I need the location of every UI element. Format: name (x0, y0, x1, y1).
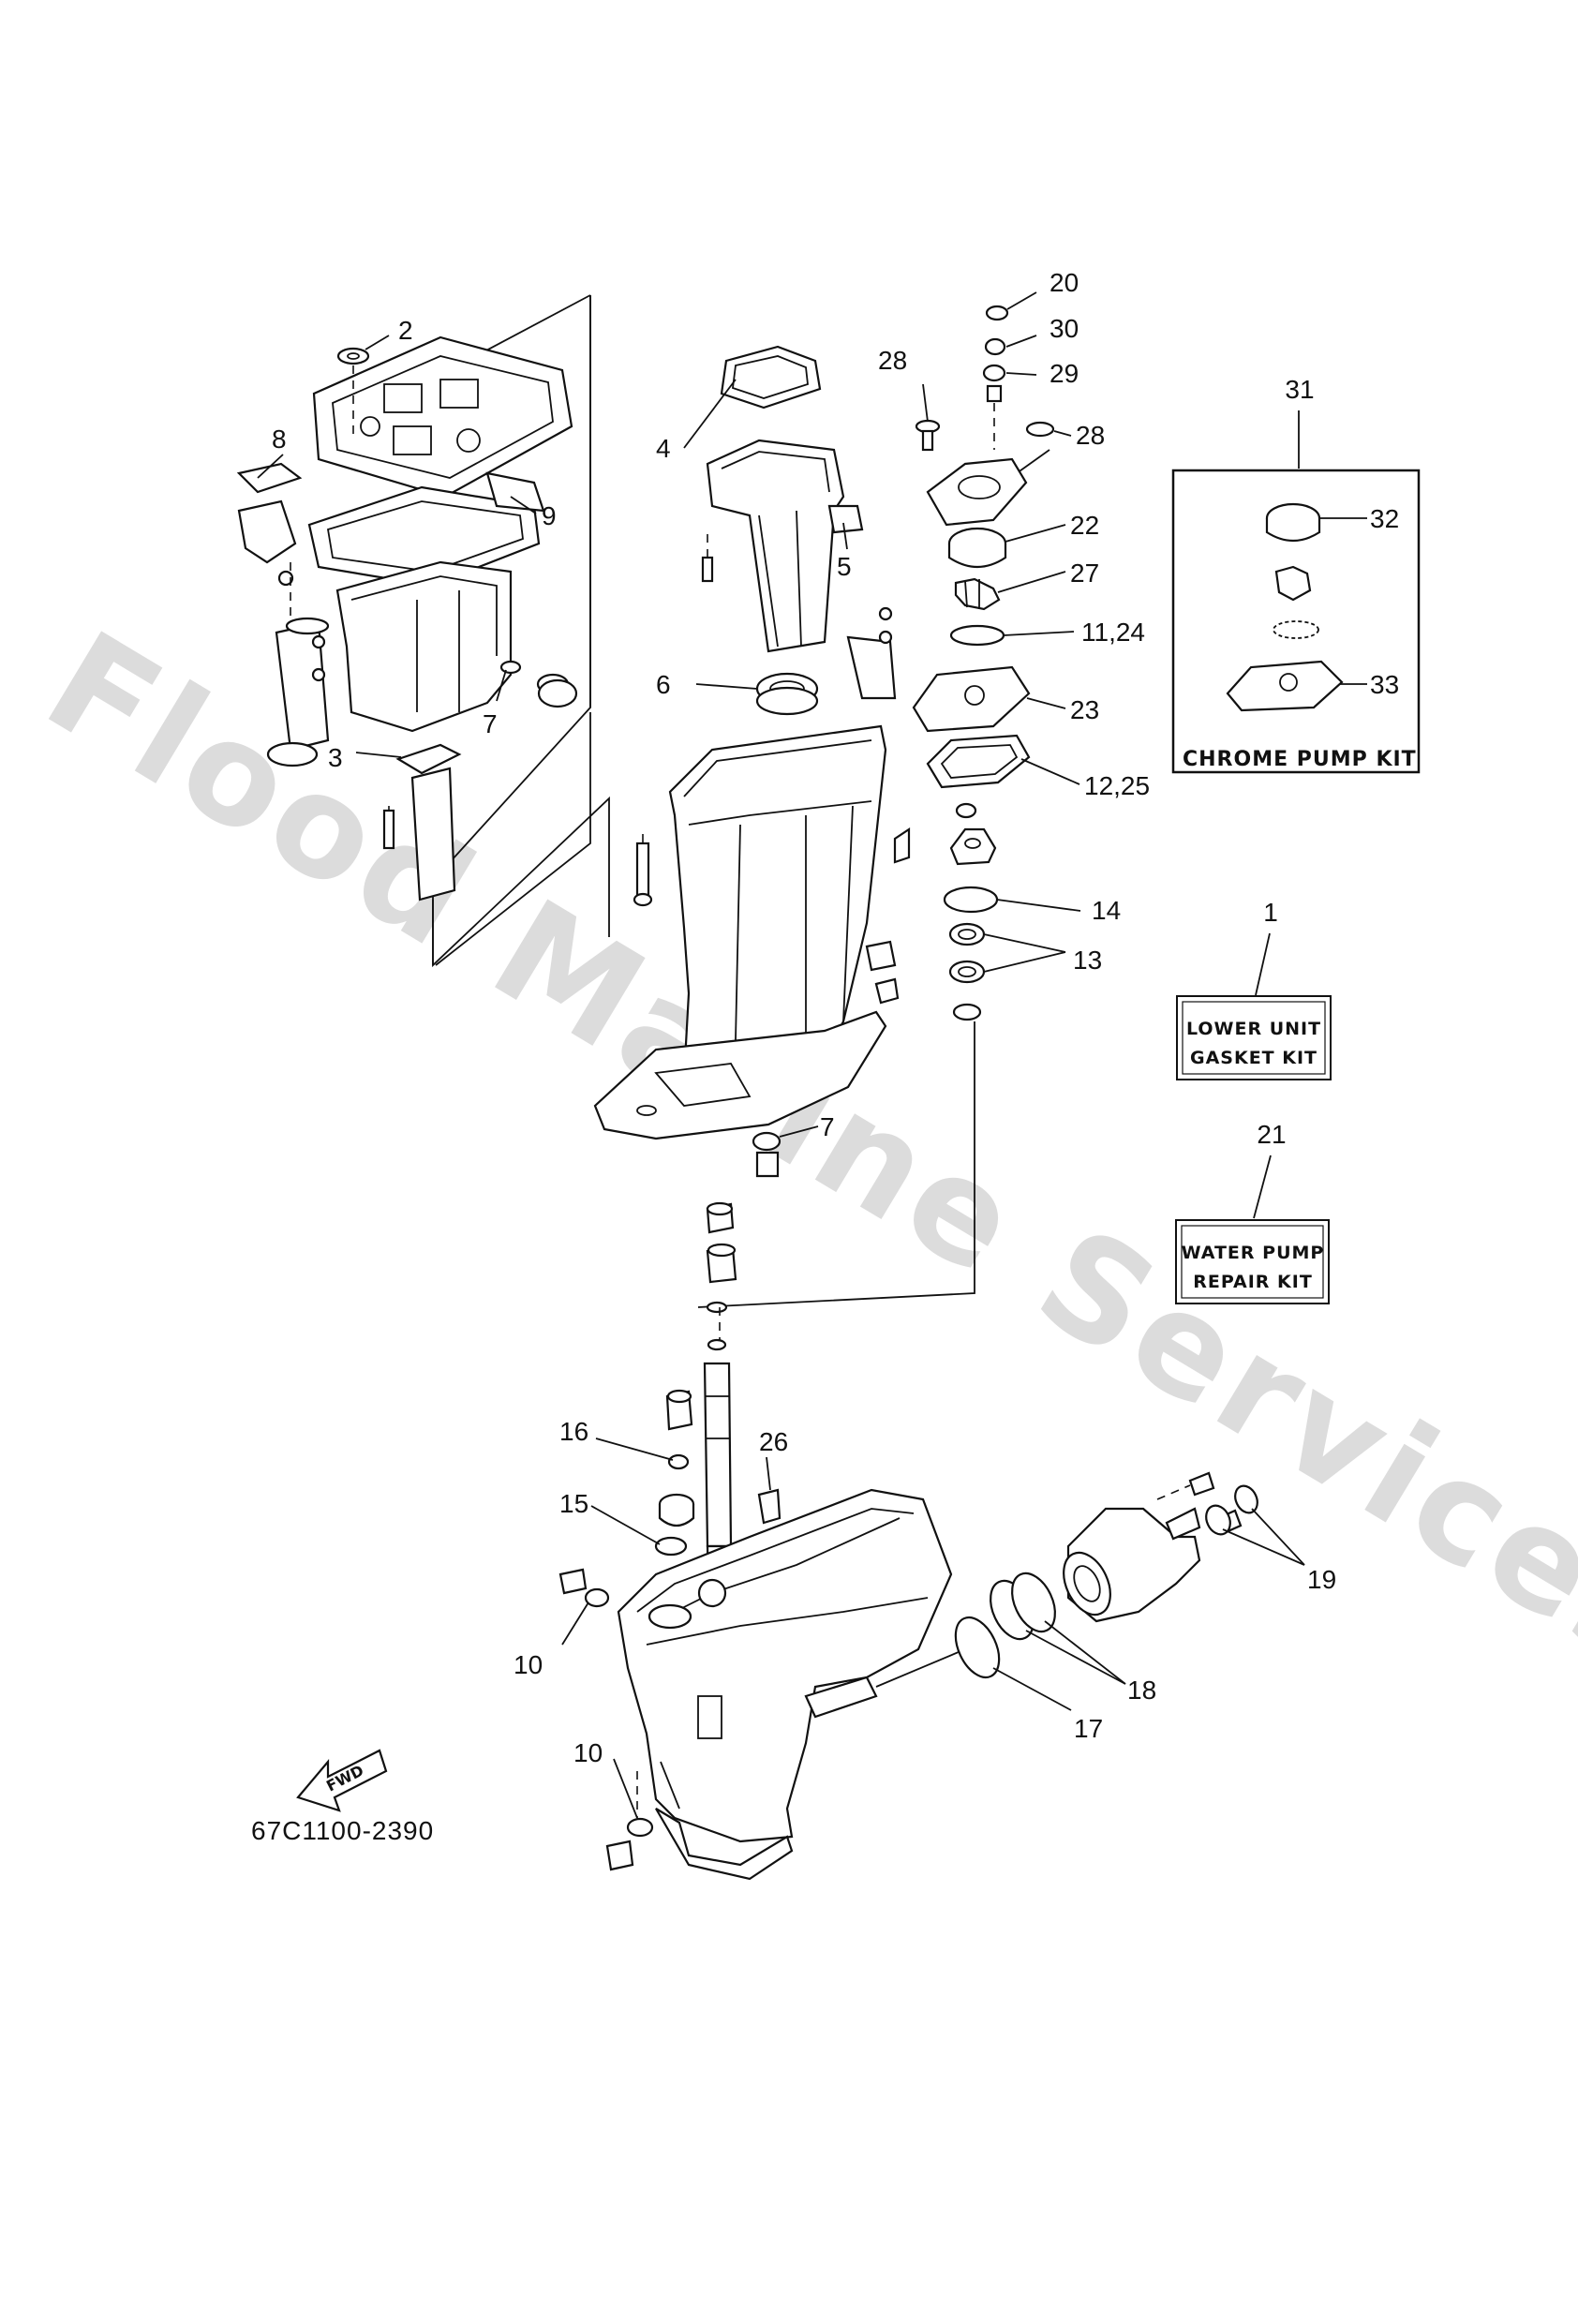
callout-3: 3 (328, 743, 343, 772)
callout-18: 18 (1127, 1676, 1156, 1705)
callout-7-lower: 7 (820, 1112, 835, 1141)
callout-19: 19 (1307, 1565, 1336, 1594)
o-ring-part-14 (943, 886, 999, 914)
bolt-part-28-right (1025, 421, 1055, 438)
callout-10-lower: 10 (573, 1738, 603, 1767)
damper-part-5 (827, 504, 864, 534)
lower-unit-gasket-kit-box: LOWER UNIT GASKET KIT 1 (1176, 898, 1332, 1080)
propeller-shaft (804, 1676, 878, 1719)
lower-unit-gasket-kit-line2: GASKET KIT (1190, 1048, 1317, 1068)
impeller-part-27 (954, 577, 1001, 611)
washer-part-19-a (1205, 1504, 1231, 1536)
water-pump-group (912, 305, 1055, 1021)
callout-16: 16 (559, 1417, 588, 1446)
plate-part-33 (1226, 660, 1344, 712)
callout-28-right: 28 (1076, 421, 1105, 450)
washer-part-10-upper (584, 1587, 610, 1608)
washer-part-16 (667, 1453, 690, 1470)
callout-30: 30 (1050, 314, 1079, 343)
upper-casing-group (236, 294, 610, 968)
o-ring-part-15 (654, 1536, 688, 1557)
washer-part-2 (336, 347, 370, 365)
callout-labels: 2 8 9 3 7 4 5 6 28 28 20 30 29 22 27 11,… (272, 268, 1399, 1767)
lower-casing-group (558, 1488, 966, 1881)
callout-14: 14 (1092, 896, 1121, 925)
leader-lines (257, 291, 1367, 1819)
oil-seal-part-13-a (948, 922, 986, 946)
callout-11-24: 11,24 (1081, 618, 1145, 647)
key-part-26 (757, 1488, 782, 1525)
callout-5: 5 (837, 552, 852, 581)
bolt-part-19 (1188, 1471, 1215, 1497)
chrome-pump-kit-box: CHROME PUMP KIT 31 (1171, 375, 1421, 774)
o-ring-part-11-24 (949, 624, 1005, 647)
callout-31: 31 (1285, 375, 1314, 404)
callout-26: 26 (759, 1427, 788, 1456)
driveshaft-housing-group (593, 345, 975, 1308)
callout-13: 13 (1073, 946, 1102, 975)
o-ring-part-18-b (1011, 1572, 1056, 1633)
exhaust-tube (410, 767, 456, 901)
callout-32: 32 (1370, 504, 1399, 533)
callout-22: 22 (1070, 511, 1099, 540)
callout-7-upper: 7 (483, 709, 498, 738)
collar-part-29 (982, 364, 1006, 382)
callout-21: 21 (1257, 1120, 1286, 1149)
oil-seal-part-13-b (948, 960, 986, 984)
gasket-part-12-25 (926, 734, 1031, 789)
oil-seal-housing (949, 827, 997, 866)
callout-29: 29 (1050, 359, 1079, 388)
lower-unit-gasket-kit-line1: LOWER UNIT (1186, 1019, 1321, 1039)
callout-17: 17 (1074, 1714, 1103, 1743)
water-pump-repair-kit-line2: REPAIR KIT (1193, 1272, 1313, 1292)
gasket-part-9 (307, 485, 541, 588)
forward-direction-arrow: FWD (296, 1749, 388, 1812)
callout-6: 6 (656, 670, 671, 699)
callout-20: 20 (1050, 268, 1079, 297)
nut-part-20 (985, 305, 1009, 321)
pump-housing (926, 457, 1028, 527)
outer-plate-part-23 (912, 665, 1031, 733)
lower-casing (617, 1488, 953, 1843)
exhaust-guide (706, 439, 845, 653)
callout-4: 4 (656, 434, 671, 463)
washer-part-30 (984, 337, 1006, 356)
kit-impeller (1274, 565, 1312, 602)
water-pump-repair-kit-line1: WATER PUMP (1182, 1243, 1325, 1263)
callout-10-upper: 10 (514, 1650, 543, 1679)
chrome-pump-kit-label: CHROME PUMP KIT (1183, 748, 1417, 771)
upper-mount-plate (312, 335, 573, 499)
callout-33: 33 (1370, 670, 1399, 699)
washer-part-19-b (1234, 1484, 1258, 1514)
drive-shaft (703, 1362, 733, 1548)
callout-15: 15 (559, 1489, 588, 1518)
callout-23: 23 (1070, 695, 1099, 724)
callout-27: 27 (1070, 559, 1099, 588)
callout-12-25: 12,25 (1084, 771, 1150, 800)
propeller-shaft-housing-group (954, 1471, 1258, 1679)
water-pump-repair-kit-box: WATER PUMP REPAIR KIT 21 (1175, 1120, 1330, 1304)
callout-28-left: 28 (878, 346, 907, 375)
anti-cavitation-plate (593, 1010, 887, 1140)
callout-8: 8 (272, 425, 287, 454)
callout-9: 9 (542, 501, 557, 530)
diagram-code: 67C1100-2390 (251, 1816, 434, 1845)
exhaust-housing (335, 560, 513, 733)
gasket-part-8 (236, 462, 303, 494)
plate-part-3 (395, 743, 462, 775)
bolt-part-10-upper (558, 1568, 588, 1595)
gasket-part-4 (720, 345, 822, 410)
bolt-part-10-lower (605, 1840, 634, 1871)
washer-part-10-lower (626, 1817, 654, 1838)
o-ring-part-17 (954, 1616, 1001, 1679)
callout-2: 2 (398, 316, 413, 345)
callout-1: 1 (1263, 898, 1278, 927)
